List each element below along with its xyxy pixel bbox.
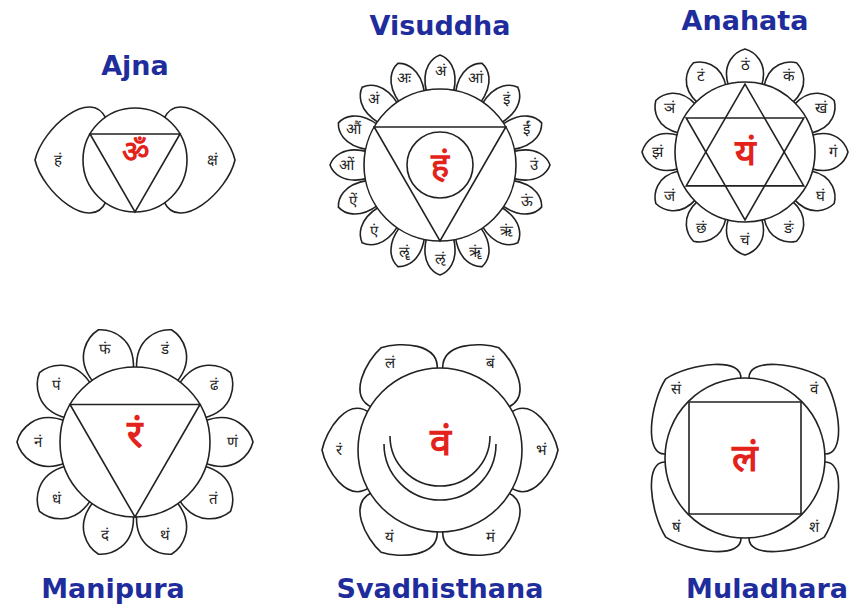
inverted-triangle [90, 134, 180, 212]
chakra-lotus: Visuddha हं अं आं इं ईं उं ऊं ऋं ॠं ऌं ॡं एं ऐं ओं औं अं… [290, 15, 590, 315]
petal-letter: षं [672, 519, 681, 534]
inverted-triangle [374, 127, 506, 241]
lotus-outline [595, 308, 867, 608]
chakra-name: Manipura [41, 575, 185, 602]
petal-letter: रं [336, 443, 342, 458]
petal-letter: ञं [664, 101, 675, 116]
petal-letter: वं [810, 382, 818, 397]
lotus-outline [595, 2, 867, 302]
chakra-circle [83, 108, 187, 212]
bija-mantra: यं [735, 134, 756, 170]
chakra-name: Muladhara [686, 575, 848, 602]
chakra-lotus: Svadhisthana वं बं भं मं यं रं लं [290, 300, 590, 600]
petal-letter: ठं [741, 57, 750, 72]
petal-letter: खं [815, 101, 827, 116]
petal-letter: फं [99, 342, 111, 357]
petal-letter: ङं [784, 220, 794, 235]
chakra-name: Ajna [101, 52, 169, 79]
square [689, 402, 801, 514]
lotus-petal [17, 418, 65, 467]
petal-letter: तं [209, 492, 218, 507]
chakra-name: Visuddha [369, 12, 510, 39]
chakra-circle [364, 89, 516, 241]
bija-mantra: वं [430, 423, 451, 461]
petal-letter: णं [227, 435, 238, 450]
lotus-petal [330, 150, 368, 180]
petal-letter: बं [486, 355, 495, 370]
petal-letter: ॠं [469, 244, 482, 259]
lotus-petal [726, 49, 763, 86]
lotus-petal [425, 238, 455, 276]
petal-letter: जं [664, 188, 675, 203]
petal-letter: क्षं [207, 153, 218, 168]
chakra-name: Anahata [682, 7, 809, 34]
petal-letter: टं [697, 69, 705, 84]
chakra-circle [675, 82, 815, 222]
lotus-petal [425, 55, 455, 93]
chakra-circle [358, 368, 522, 532]
petal-letter: डं [161, 342, 169, 357]
petal-letter: ऊं [521, 193, 533, 208]
chakra-lotus: Muladhara लं वं शं षं सं [595, 308, 867, 608]
inner-circle [407, 132, 473, 198]
petal-letter: मं [486, 530, 495, 545]
petal-letter: उं [530, 158, 538, 173]
downward-triangle [686, 118, 804, 220]
petal-letter: शं [809, 519, 819, 534]
petal-letter: ढं [210, 377, 218, 392]
chakra-lotus: Ajna ॐ हं क्षं [0, 10, 285, 310]
bija-mantra: रं [127, 415, 143, 453]
petal-letter: एं [370, 224, 378, 239]
petal-letter: यं [385, 530, 394, 545]
petal-letter: अः [397, 71, 411, 86]
petal-letter: घं [816, 188, 825, 203]
petal-letter: झं [652, 145, 663, 160]
chakra-lotus: Anahata यं ठं कं खं गं घं ङं चं छं जं झं ञं टं [595, 2, 867, 302]
lotus-petal [811, 133, 848, 170]
petal-letter: गं [829, 145, 837, 160]
bija-mantra: ॐ [122, 137, 149, 167]
petal-letter: दं [101, 527, 109, 542]
petal-letter: नं [34, 435, 42, 450]
lotus-petal [205, 418, 253, 467]
lotus-petal [513, 150, 551, 180]
petal-letter: अं [435, 64, 446, 79]
petal-letter: चं [740, 232, 750, 247]
petal-letter: थं [160, 527, 170, 542]
petal-letter: ऐं [349, 193, 357, 208]
petal-letter: भं [536, 443, 547, 458]
petal-letter: लं [385, 355, 395, 370]
petal-letter: धं [52, 492, 61, 507]
petal-letter: हं [54, 153, 62, 168]
petal-letter: इं [503, 91, 510, 106]
bija-mantra: हं [431, 148, 449, 182]
petal-letter: ऌं [435, 252, 445, 267]
lotus-petal [726, 218, 763, 255]
petal-letter: सं [671, 382, 681, 397]
bija-mantra: लं [732, 439, 758, 477]
chakra-name: Svadhisthana [337, 575, 544, 602]
petal-letter: कं [783, 69, 795, 84]
petal-letter: ॡं [399, 244, 409, 259]
petal-letter: औं [346, 122, 361, 137]
inverted-triangle [70, 405, 200, 518]
lotus-petal [642, 133, 679, 170]
petal-letter: अं [368, 91, 379, 106]
petal-letter: पं [52, 377, 61, 392]
petal-letter: ऋं [500, 224, 513, 239]
upward-triangle [686, 84, 804, 186]
petal-letter: आं [468, 71, 483, 86]
petal-letter: ओं [339, 158, 354, 173]
chakra-circle [60, 367, 210, 517]
chakra-circle [665, 378, 825, 538]
chakra-lotus: Manipuraरंफंडंढंणंतंथंदंधंनंपं [0, 292, 285, 592]
petal-letter: ईं [523, 122, 530, 137]
petal-letter: छं [696, 220, 707, 235]
